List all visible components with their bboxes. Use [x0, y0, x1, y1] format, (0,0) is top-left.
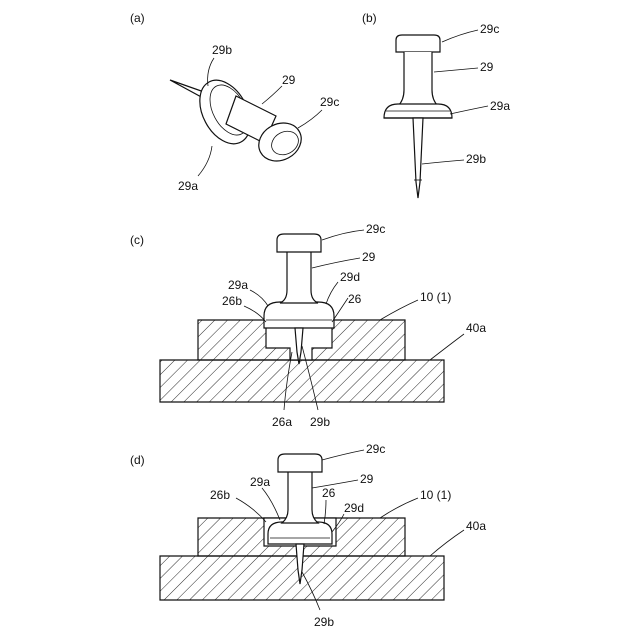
- panel-c-label-board: 10 (1): [420, 290, 451, 304]
- panel-d: (d) 29c 29 29a 26b 26 29d 10 (1) 40a: [130, 442, 486, 629]
- panel-b-leader-29c: [442, 30, 478, 42]
- panel-b-leader-29b: [422, 160, 464, 164]
- panel-d-leader-29c: [322, 450, 364, 460]
- panel-d-cap: [278, 454, 322, 472]
- panel-a-label-flange: 29a: [178, 179, 198, 193]
- panel-c-base: [160, 360, 444, 402]
- panel-a-label-pin: 29: [282, 73, 296, 87]
- panel-d-leader-29a: [262, 488, 280, 520]
- panel-c-label-cap: 29c: [366, 222, 385, 236]
- panel-d-label-board: 10 (1): [420, 488, 451, 502]
- panel-d-label-needle: 29b: [314, 615, 334, 629]
- panel-d-label-flange-bottom: 29d: [344, 501, 364, 515]
- panel-a-label-cap: 29c: [320, 95, 339, 109]
- panel-c-label-base: 40a: [466, 321, 486, 335]
- panel-b-shaft: [398, 52, 438, 106]
- panel-c: (c) 29c 29 29a 29d 26b 26 10 (1) 4: [130, 222, 486, 429]
- panel-b-label-cap: 29c: [480, 22, 499, 36]
- panel-b-needle: [413, 118, 423, 198]
- panel-b-leader-29: [434, 68, 478, 72]
- panel-a-label-head-flange: 29b: [212, 43, 232, 57]
- panel-c-label-recess-side: 26b: [222, 294, 242, 308]
- panel-d-flange: [268, 522, 332, 544]
- panel-c-shaft: [280, 252, 318, 303]
- panel-b: (b) 29c 29 29a 29b: [362, 11, 510, 198]
- panel-c-label-flange-bottom: 29d: [340, 270, 360, 284]
- panel-c-leader-base: [430, 334, 464, 360]
- panel-b-label-pin: 29: [480, 60, 494, 74]
- panel-a: (a) 29b 29 29c 29a: [130, 11, 339, 193]
- panel-c-label-recess: 26: [348, 292, 362, 306]
- panel-a-leader-29: [262, 86, 282, 104]
- panel-c-label-hole: 26a: [272, 415, 292, 429]
- panel-c-leader-29: [312, 258, 360, 268]
- panel-c-label-needle: 29b: [310, 415, 330, 429]
- panel-c-label-flange: 29a: [228, 278, 248, 292]
- panel-b-label-flange: 29a: [490, 99, 510, 113]
- panel-c-label-pin: 29: [362, 250, 376, 264]
- panel-b-cap: [396, 35, 440, 52]
- panel-a-leader-29c: [298, 110, 322, 128]
- panel-d-label-recess-side: 26b: [210, 488, 230, 502]
- panel-d-shaft: [282, 472, 318, 523]
- panel-a-label: (a): [130, 11, 145, 25]
- panel-d-label-pin: 29: [360, 472, 374, 486]
- panel-d-label-flange: 29a: [250, 475, 270, 489]
- panel-c-leader-29c: [322, 230, 364, 240]
- panel-c-leader-26: [332, 298, 348, 322]
- panel-d-label: (d): [130, 453, 145, 467]
- panel-c-leader-board: [380, 300, 418, 320]
- panel-d-leader-base: [430, 530, 464, 556]
- panel-d-label-base: 40a: [466, 519, 486, 533]
- panel-d-leader-board: [380, 498, 418, 518]
- panel-d-label-recess: 26: [322, 486, 336, 500]
- panel-c-leader-29d: [326, 282, 338, 304]
- panel-b-label-needle: 29b: [466, 152, 486, 166]
- panel-c-flange: [264, 302, 334, 328]
- panel-c-leader-29a: [250, 290, 268, 306]
- panel-c-cap: [277, 234, 321, 252]
- panel-b-leader-29a: [450, 106, 488, 114]
- panel-d-label-cap: 29c: [366, 442, 385, 456]
- panel-a-leader-29a: [198, 146, 212, 176]
- panel-b-label: (b): [362, 11, 377, 25]
- panel-c-label: (c): [130, 233, 144, 247]
